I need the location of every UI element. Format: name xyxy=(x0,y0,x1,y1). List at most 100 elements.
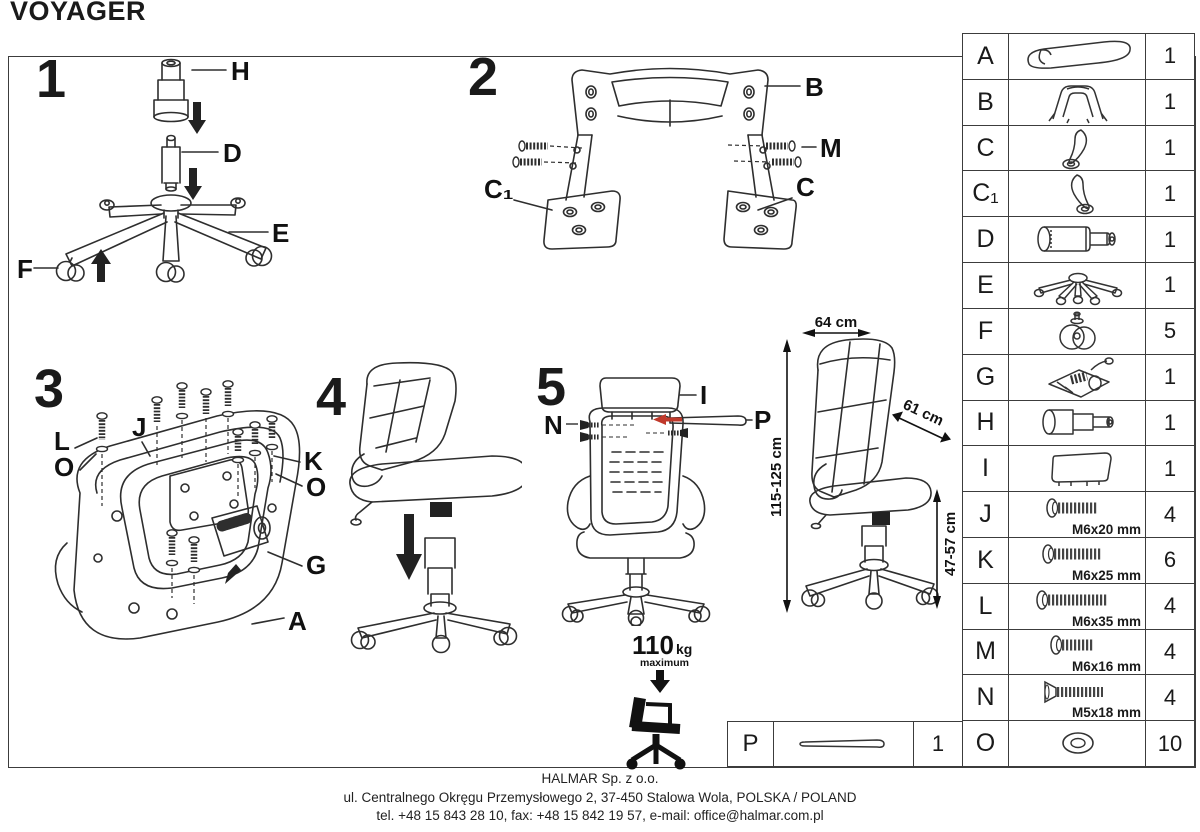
part-qty: 4 xyxy=(1145,629,1194,675)
part-letter: N xyxy=(963,675,1009,721)
part-letter: J xyxy=(963,492,1009,537)
screw-set-m xyxy=(512,140,802,168)
weight-limit-icon: 110 kg maximum xyxy=(626,630,692,770)
part-qty: 4 xyxy=(1145,583,1194,629)
screw-l-with-washer xyxy=(95,412,109,506)
part-qty: 1 xyxy=(1145,125,1194,171)
part-label-F: F xyxy=(17,254,33,284)
callout-line-o-left xyxy=(79,453,97,471)
step-2-diagram: B M C₁ C xyxy=(484,67,842,250)
callout-line-c1 xyxy=(513,199,553,211)
part-letter: L xyxy=(963,583,1009,629)
part-qty: 1 xyxy=(913,722,962,766)
product-title: VOYAGER xyxy=(10,0,147,26)
chair-silhouette-icon xyxy=(629,697,682,764)
pointer-arrow-icon xyxy=(225,564,241,584)
weight-value: 110 xyxy=(632,630,674,660)
step-3-diagram: L O J K O G A xyxy=(54,380,326,640)
table-row-b: B 1 xyxy=(963,78,1194,125)
callout-line-l xyxy=(74,437,98,449)
part-label-O-right: O xyxy=(306,472,326,502)
part-letter: M xyxy=(963,629,1009,675)
five-star-base-icon xyxy=(1009,263,1145,308)
part-label-B: B xyxy=(805,72,824,102)
part-label-O-left: O xyxy=(54,452,74,482)
footer-contact: tel. +48 15 843 28 10, fax: +48 15 842 1… xyxy=(376,808,824,823)
step-3-number: 3 xyxy=(34,359,65,419)
part-letter: O xyxy=(963,721,1009,766)
step-5-diagram: I P N xyxy=(544,377,771,626)
table-row-f: F 5 xyxy=(963,307,1194,354)
part-label-N: N xyxy=(544,410,563,440)
backrest-frame-icon xyxy=(1009,80,1145,125)
screws-j-top xyxy=(151,380,235,468)
diagram-border xyxy=(8,56,1196,768)
table-row-i: I 1 xyxy=(963,445,1194,492)
washer-icon xyxy=(1009,721,1145,766)
table-row-h: H 1 xyxy=(963,399,1194,446)
part-letter: K xyxy=(963,537,1009,583)
caster-wheel-icon xyxy=(1009,309,1145,354)
table-row-m: M M6x16 mm 4 xyxy=(963,628,1194,675)
part-qty: 1 xyxy=(1145,34,1194,79)
part-qty: 1 xyxy=(1145,446,1194,492)
part-qty: 1 xyxy=(1145,79,1194,125)
screw-size-label: M5x18 mm xyxy=(1071,705,1141,721)
screw-button-icon: M6x25 mm xyxy=(1009,538,1145,583)
step-5-number: 5 xyxy=(536,357,567,417)
down-arrow-icon xyxy=(184,168,202,200)
weight-caption: maximum xyxy=(640,657,689,669)
part-letter: F xyxy=(963,308,1009,354)
down-arrow-icon xyxy=(396,514,422,580)
down-arrow-icon xyxy=(188,102,206,134)
part-letter: A xyxy=(963,34,1009,79)
footer-company: HALMAR Sp. z o.o. xyxy=(541,771,659,786)
callout-line-c xyxy=(757,197,793,211)
part-letter: C xyxy=(963,125,1009,171)
part-qty: 1 xyxy=(1145,171,1194,217)
part-letter: C₁ xyxy=(963,171,1009,217)
footer: HALMAR Sp. z o.o. ul. Centralnego Okręgu… xyxy=(0,770,1200,826)
part-label-H: H xyxy=(231,56,250,86)
part-label-G: G xyxy=(306,550,326,580)
screw-button-icon: M6x20 mm xyxy=(1009,492,1145,537)
step-2-number: 2 xyxy=(468,47,499,107)
callout-line-a xyxy=(251,617,285,625)
adjustment-knob xyxy=(872,512,890,525)
part-qty: 6 xyxy=(1145,537,1194,583)
step-4-number: 4 xyxy=(316,367,347,427)
screw-size-label: M6x35 mm xyxy=(1071,613,1141,629)
screw-size-label: M6x16 mm xyxy=(1071,659,1141,675)
part-label-C1: C₁ xyxy=(484,174,514,204)
screws-k-right xyxy=(231,415,279,496)
part-qty: 1 xyxy=(1145,400,1194,446)
part-label-P: P xyxy=(754,405,771,435)
headrest-icon xyxy=(1009,446,1145,491)
screw-size-label: M6x25 mm xyxy=(1071,567,1141,583)
part-qty: 1 xyxy=(1145,263,1194,308)
callout-line-o-right xyxy=(275,473,303,487)
down-arrow-icon xyxy=(650,670,670,693)
part-letter: G xyxy=(963,354,1009,400)
table-row-o: O 10 xyxy=(963,720,1194,766)
weight-unit: kg xyxy=(676,641,692,657)
table-row-c: C 1 xyxy=(963,124,1194,171)
part-letter: I xyxy=(963,446,1009,492)
adjustment-knob xyxy=(430,502,452,517)
screw-button-icon: M6x35 mm xyxy=(1009,584,1145,629)
part-qty: 10 xyxy=(1145,721,1194,766)
parts-table: A 1 B 1 C 1 C₁ xyxy=(962,33,1195,767)
screw-button-icon: M6x16 mm xyxy=(1009,630,1145,675)
table-row-n: N M5x18 mm 4 xyxy=(963,674,1194,721)
screw-set-jkl xyxy=(95,380,279,604)
table-row-j: J M6x20 mm 4 xyxy=(963,491,1194,537)
part-label-K: K xyxy=(304,446,323,476)
screws-bottom xyxy=(165,529,201,604)
part-label-D: D xyxy=(223,138,242,168)
part-label-M: M xyxy=(820,133,842,163)
screw-set-n xyxy=(566,420,688,442)
tilt-mechanism-icon xyxy=(1009,355,1145,400)
table-row-d: D 1 xyxy=(963,216,1194,263)
mounting-bar-icon xyxy=(774,722,913,766)
